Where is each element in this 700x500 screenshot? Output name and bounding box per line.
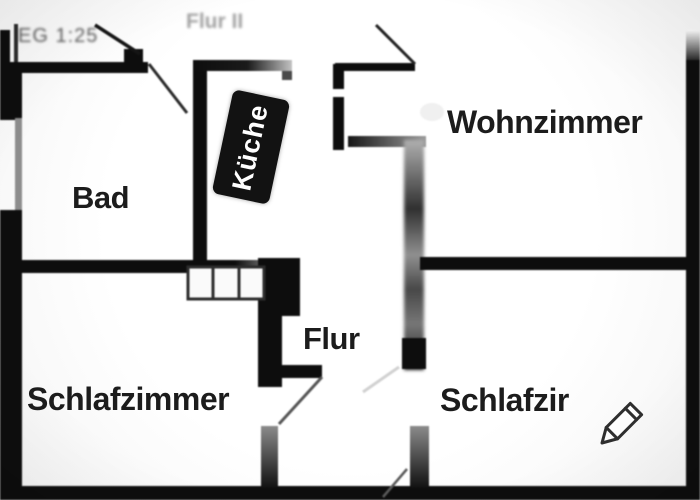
pencil-icon-svg bbox=[600, 401, 644, 445]
room-label-bad: Bad bbox=[72, 180, 130, 215]
window-symbol bbox=[186, 265, 266, 301]
eg-scale-label: EG 1:25 bbox=[18, 25, 99, 47]
door-swing-flur2 bbox=[374, 23, 417, 66]
door-swing-schlafzimmer-left bbox=[277, 375, 324, 426]
room-label-kueche: Küche bbox=[226, 100, 275, 193]
door-swing-eg bbox=[94, 23, 141, 56]
room-label-flur-top: Flur II bbox=[186, 10, 244, 33]
door-swings bbox=[94, 23, 417, 498]
walls bbox=[0, 24, 700, 500]
door-swing-schlafzimmer-right bbox=[362, 365, 400, 394]
room-label-wohnzimmer: Wohnzimmer bbox=[447, 104, 643, 140]
room-label-flur: Flur bbox=[303, 321, 360, 356]
room-label-schlafzimmer-left: Schlafzimmer bbox=[27, 381, 230, 417]
pencil-icon[interactable] bbox=[594, 381, 654, 451]
door-swing-bad bbox=[147, 63, 189, 114]
door-swing-entrance bbox=[382, 468, 408, 498]
room-label-schlafzimmer-right: Schlafzir bbox=[440, 382, 569, 418]
